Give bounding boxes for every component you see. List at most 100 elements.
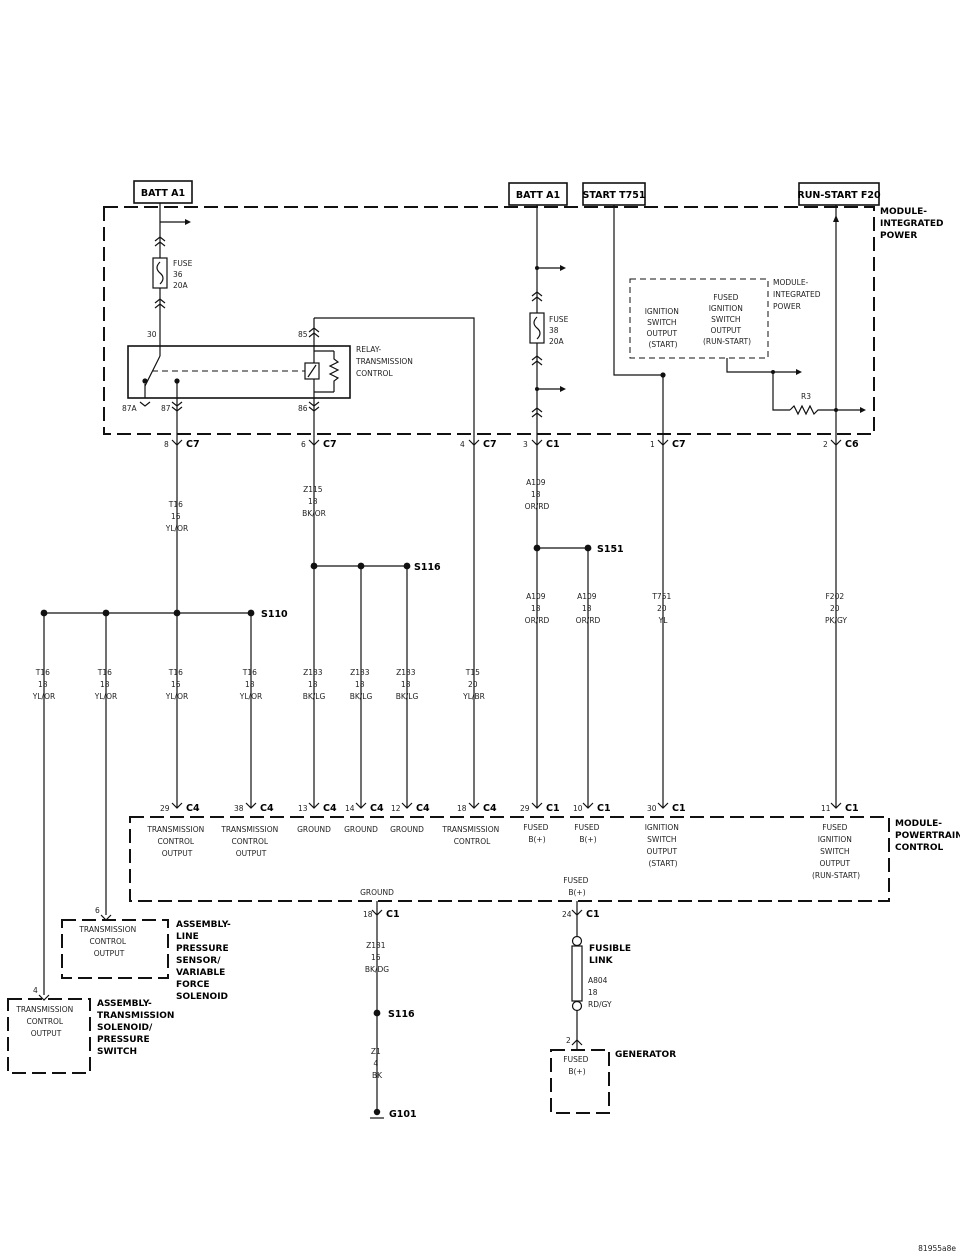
generator-pin: 2 bbox=[566, 1036, 571, 1045]
relay-pin-86: 86 bbox=[298, 404, 308, 413]
svg-text:18: 18 bbox=[457, 804, 467, 813]
svg-text:11: 11 bbox=[821, 804, 831, 813]
svg-text:13: 13 bbox=[298, 804, 308, 813]
wire-f202: F202 20 PK/GY bbox=[825, 592, 847, 625]
relay-pin-87a: 87A bbox=[122, 404, 138, 413]
svg-text:C1: C1 bbox=[386, 909, 400, 920]
svg-text:START T751: START T751 bbox=[583, 190, 646, 201]
svg-text:T16 18 YL/OR: T16 18 YL/OR bbox=[239, 668, 262, 701]
splice-s116-lower: S116 bbox=[373, 1009, 415, 1020]
source-start-t751: START T751 bbox=[582, 182, 646, 206]
svg-text:T16 18 YL/OR: T16 18 YL/OR bbox=[94, 668, 117, 701]
wire-start-t751 bbox=[613, 205, 664, 434]
ign-switch-output-start: IGNITION SWITCH OUTPUT (START) bbox=[645, 307, 682, 349]
fused-ign-switch-output: FUSED IGNITION SWITCH OUTPUT (RUN-START) bbox=[703, 293, 751, 346]
svg-text:FUSE 36 20A: FUSE 36 20A bbox=[173, 259, 195, 290]
svg-text:TRANSMISSION CONTROL: TRANSMISSION CONTROL OUTPUT bbox=[146, 825, 206, 858]
svg-text:C1: C1 bbox=[546, 803, 560, 814]
resistor-r3 bbox=[789, 404, 826, 416]
svg-text:RUN-START F20: RUN-START F20 bbox=[797, 190, 881, 201]
wire-batt-right bbox=[531, 205, 566, 313]
fusible-link: FUSIBLE LINK bbox=[571, 935, 631, 1012]
svg-text:C4: C4 bbox=[260, 803, 274, 814]
module-powertrain-control-label: MODULE- POWERTRAIN CONTROL bbox=[895, 819, 960, 853]
svg-text:C1: C1 bbox=[546, 439, 560, 450]
ground-g101: G101 bbox=[370, 1108, 417, 1120]
inner-module-label: MODULE- INTEGRATED POWER bbox=[773, 278, 823, 311]
svg-text:8: 8 bbox=[164, 440, 169, 449]
svg-text:S116: S116 bbox=[388, 1009, 415, 1020]
svg-text:GENERATOR: GENERATOR bbox=[615, 1050, 676, 1060]
svg-text:Z133 18 BK/LG: Z133 18 BK/LG bbox=[396, 668, 419, 701]
svg-text:T15 20 YL/BR: T15 20 YL/BR bbox=[462, 668, 485, 701]
wire-t751: T751 20 YL bbox=[651, 592, 673, 625]
relay-pin-30: 30 bbox=[147, 330, 157, 339]
module-integrated-power-boundary bbox=[103, 206, 875, 435]
svg-text:2: 2 bbox=[823, 440, 828, 449]
svg-text:TRANSMISSION CONTROL: TRANSMISSION CONTROL OUTPUT bbox=[78, 925, 138, 958]
pcm-pin-labels: TRANSMISSION CONTROL OUTPUT TRANSMISSION… bbox=[146, 823, 860, 897]
svg-text:12: 12 bbox=[391, 804, 401, 813]
svg-text:Z133 18 BK/LG: Z133 18 BK/LG bbox=[303, 668, 326, 701]
svg-text:C1: C1 bbox=[586, 909, 600, 920]
svg-text:4: 4 bbox=[33, 986, 38, 995]
svg-text:14: 14 bbox=[345, 804, 355, 813]
svg-text:GROUND: GROUND bbox=[297, 825, 331, 834]
svg-text:T16 16 YL/OR: T16 16 YL/OR bbox=[165, 668, 188, 701]
svg-text:BATT A1: BATT A1 bbox=[141, 188, 185, 199]
svg-text:C4: C4 bbox=[483, 803, 497, 814]
wire-z115: Z115 18 BK/OR bbox=[302, 485, 326, 518]
r3-label: R3 bbox=[801, 392, 811, 401]
svg-text:24: 24 bbox=[562, 910, 572, 919]
wire-batt-left bbox=[154, 203, 191, 258]
wire-a109-top: A109 18 OR/RD bbox=[525, 478, 550, 511]
svg-text:ASSEMBLY- LINE PRE: ASSEMBLY- LINE PRESSURE SENSOR/ VARIABLE… bbox=[176, 920, 234, 1002]
svg-text:C4: C4 bbox=[370, 803, 384, 814]
svg-text:GROUND: GROUND bbox=[390, 825, 424, 834]
svg-text:C7: C7 bbox=[186, 439, 200, 450]
lower-wire-labels: T16 18 YL/OR T16 18 YL/OR T16 16 YL/OR T… bbox=[32, 668, 485, 701]
svg-text:TRANSMISSION CONTROL: TRANSMISSION CONTROL OUTPUT bbox=[15, 1005, 75, 1038]
fuse-36: FUSE 36 20A bbox=[152, 257, 195, 290]
relay-transmission-control: RELAY- TRANSMISSION CONTROL bbox=[127, 345, 413, 399]
wire-a804: A804 18 RD/GY bbox=[588, 976, 612, 1009]
svg-text:FUSED B(+): FUSED B(+) bbox=[574, 823, 601, 844]
svg-text:C6: C6 bbox=[845, 439, 859, 450]
svg-text:G101: G101 bbox=[389, 1109, 417, 1120]
svg-text:30: 30 bbox=[647, 804, 657, 813]
svg-text:FUSE 38 20A: FUSE 38 20A bbox=[549, 315, 571, 346]
pcm-bottom-connectors: 18 C1 24 C1 bbox=[363, 909, 600, 920]
assembly-transmission-solenoid: 4 TRANSMISSION CONTROL OUTPUT ASSEMBLY- … bbox=[7, 986, 174, 1074]
svg-text:C7: C7 bbox=[672, 439, 686, 450]
svg-text:S116: S116 bbox=[414, 562, 441, 573]
wire-z131: Z131 16 BK/DG bbox=[365, 941, 389, 974]
source-batt-a1-left: BATT A1 bbox=[133, 180, 193, 204]
module-powertrain-control-boundary bbox=[129, 816, 890, 902]
relay-pin-85: 85 bbox=[298, 330, 308, 339]
inner-module-box bbox=[629, 278, 769, 359]
svg-text:6: 6 bbox=[301, 440, 306, 449]
svg-text:FUSED B(+): FUSED B(+) bbox=[523, 823, 550, 844]
svg-text:GROUND: GROUND bbox=[344, 825, 378, 834]
generator: FUSED B(+) GENERATOR bbox=[550, 1049, 676, 1114]
source-run-start-f20: RUN-START F20 bbox=[797, 182, 881, 206]
relay-pin-87: 87 bbox=[161, 404, 171, 413]
wire-a109-left: A109 18 OR/RD bbox=[525, 592, 550, 625]
wire-t16-upper: T16 16 YL/OR bbox=[165, 500, 188, 533]
top-connectors: 8 C7 6 C7 4 C7 3 C1 1 C7 2 C6 bbox=[164, 439, 859, 450]
svg-text:6: 6 bbox=[95, 906, 100, 915]
svg-text:C1: C1 bbox=[672, 803, 686, 814]
svg-text:TRANSMISSION CONTROL: TRANSMISSION CONTROL OUTPUT bbox=[220, 825, 280, 858]
wire-z1: Z1 4 BK bbox=[371, 1047, 383, 1080]
svg-text:C1: C1 bbox=[845, 803, 859, 814]
svg-text:FUSED B(+): FUSED B(+) bbox=[563, 1055, 590, 1076]
svg-text:FUSED B(+): FUSED B(+) bbox=[563, 876, 590, 897]
svg-text:BATT A1: BATT A1 bbox=[516, 190, 560, 201]
svg-text:29: 29 bbox=[160, 804, 170, 813]
fuse-38: FUSE 38 20A bbox=[529, 312, 571, 346]
module-integrated-power-label: MODULE- INTEGRATED POWER bbox=[880, 207, 947, 241]
splice-s151: S151 bbox=[533, 544, 624, 808]
svg-text:FUSED IGNITION SWI: FUSED IGNITION SWITCH OUTPUT (RUN-START) bbox=[812, 823, 860, 880]
svg-text:C7: C7 bbox=[483, 439, 497, 450]
